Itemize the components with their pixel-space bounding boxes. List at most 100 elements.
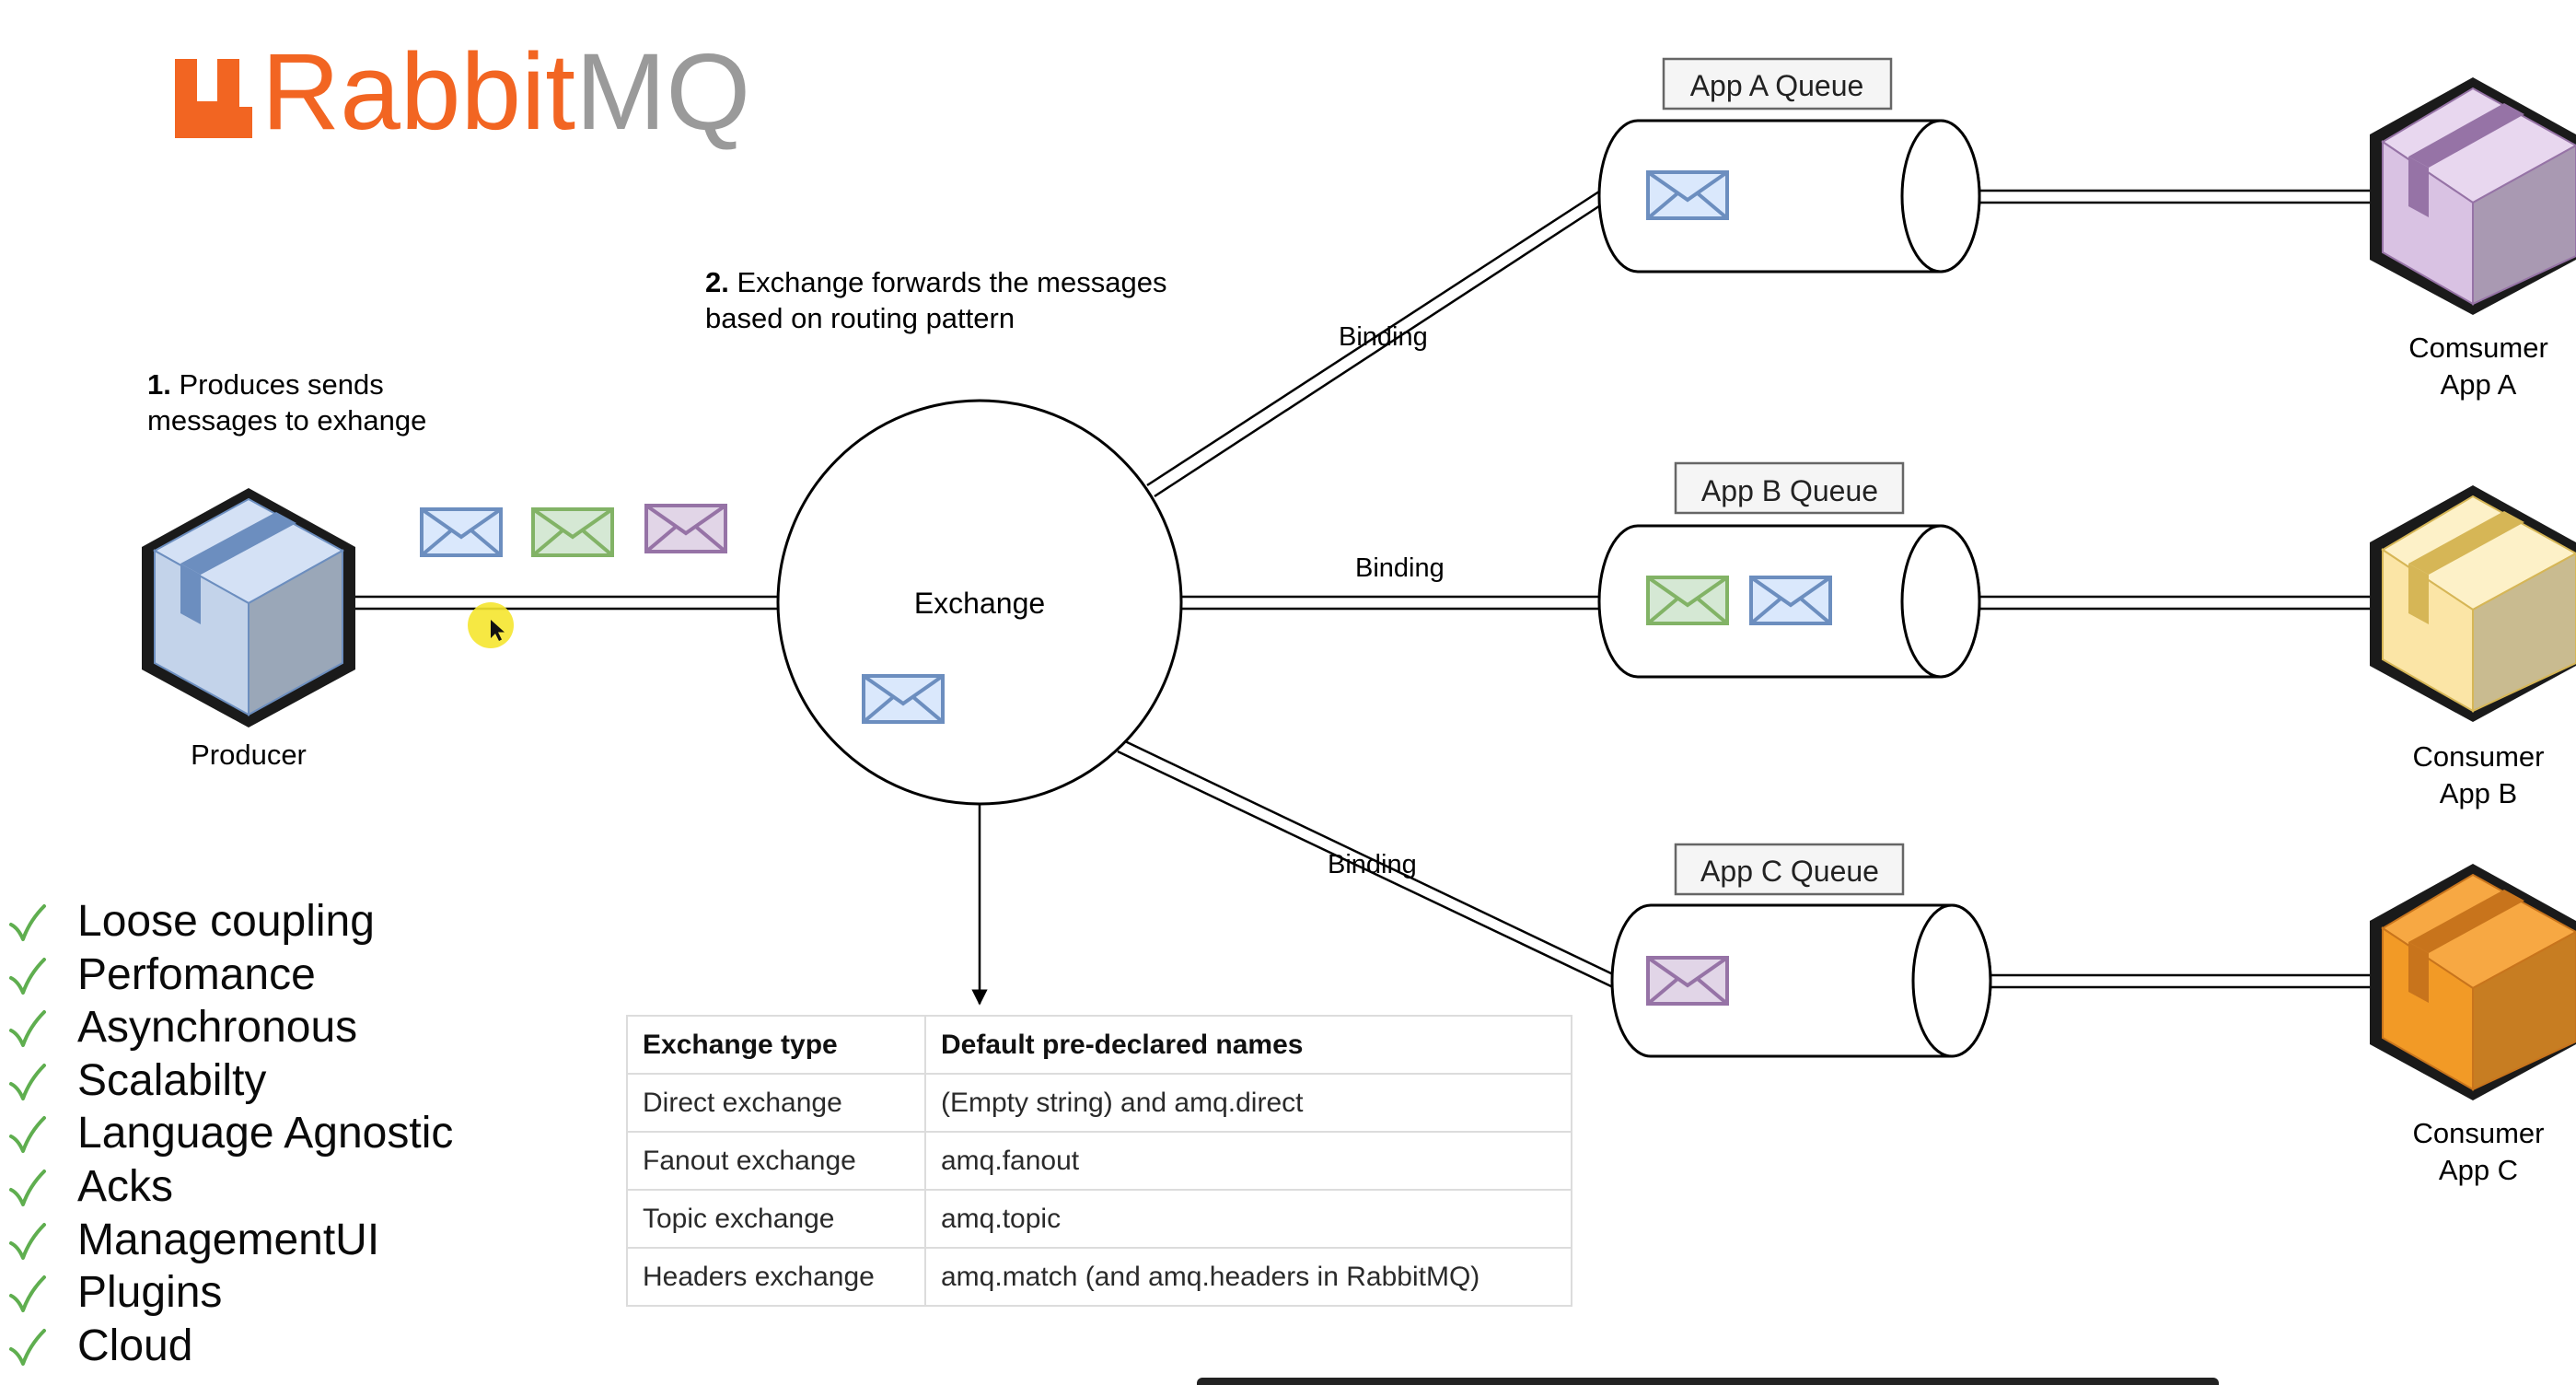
list-item: Asynchronous: [7, 1001, 453, 1054]
queue-c-label: App C Queue: [1700, 855, 1879, 888]
exchange-queue-b-line: [1182, 595, 1604, 611]
table-cell: (Empty string) and amq.direct: [924, 1073, 1572, 1133]
checkmark-icon: [9, 1010, 46, 1048]
rabbitmq-logo-icon: [175, 59, 252, 138]
table-header-default-names: Default pre-declared names: [924, 1015, 1572, 1075]
checkmark-icon: [9, 1275, 46, 1313]
feature-label: Asynchronous: [77, 1003, 358, 1053]
feature-label: Language Agnostic: [77, 1109, 454, 1158]
cursor-arrow-icon: [491, 620, 505, 641]
list-item: Scalabilty: [7, 1054, 453, 1108]
table-cell: amq.fanout: [924, 1131, 1572, 1191]
svg-text:RabbitMQ: RabbitMQ: [261, 31, 750, 153]
step-2-line2: based on routing pattern: [705, 302, 1015, 334]
producer-label: Producer: [191, 739, 307, 771]
producer-exchange-line: [355, 595, 778, 611]
step-1-number: 1.: [147, 368, 171, 401]
list-item: Cloud: [7, 1320, 453, 1373]
feature-label: Acks: [77, 1161, 174, 1211]
binding-label-b: Binding: [1355, 553, 1445, 583]
table-cell: Headers exchange: [626, 1247, 926, 1307]
consumer-c-box-icon: [2370, 864, 2576, 1100]
logo-text-mq: MQ: [575, 31, 750, 153]
mouse-cursor: [468, 602, 514, 648]
consumer-b-line2: App B: [2440, 777, 2517, 809]
consumer-b-line1: Consumer: [2413, 740, 2545, 773]
exchange-types-table: Exchange type Default pre-declared names…: [626, 1015, 1572, 1307]
checkmark-icon: [9, 1222, 46, 1260]
exchange-message-envelope-icon: [862, 674, 945, 724]
consumer-c-line1: Consumer: [2413, 1117, 2545, 1149]
list-item: ManagementUI: [7, 1214, 453, 1267]
feature-label: Cloud: [77, 1321, 193, 1370]
queue-a-message-envelope-icon: [1646, 170, 1729, 220]
table-row: Direct exchange (Empty string) and amq.d…: [626, 1073, 1572, 1133]
svg-text:1. Produces sends: 1. Produces sends: [147, 368, 384, 401]
checkmark-icon: [9, 1116, 46, 1154]
table-cell: amq.match (and amq.headers in RabbitMQ): [924, 1247, 1572, 1307]
table-cell: Direct exchange: [626, 1073, 926, 1133]
step-1-line1: Produces sends: [179, 368, 383, 401]
producer-message-envelope-icon: [644, 504, 727, 553]
binding-label-c: Binding: [1328, 850, 1417, 879]
connectors: [355, 188, 2372, 1006]
queue-b-label: App B Queue: [1701, 474, 1878, 507]
exchange-queue-c-line: [1117, 739, 1614, 989]
consumer-a-box-icon: [2370, 77, 2576, 315]
queue-a: App A Queue: [1597, 57, 1981, 274]
checkmark-icon: [9, 1328, 46, 1366]
checkmark-icon: [9, 1169, 46, 1206]
rabbitmq-logo: RabbitMQ: [175, 31, 750, 153]
producer-box-icon: [142, 488, 355, 727]
feature-label: Perfomance: [77, 949, 316, 999]
step-1-line2: messages to exhange: [147, 404, 426, 436]
consumer-c-line2: App C: [2439, 1154, 2518, 1186]
list-item: Plugins: [7, 1266, 453, 1320]
exchange-label: Exchange: [914, 587, 1045, 620]
queue-b: App B Queue: [1597, 461, 1981, 679]
table-header-exchange-type: Exchange type: [626, 1015, 926, 1075]
list-item: Loose coupling: [7, 895, 453, 949]
queue-b-consumer-line: [1979, 595, 2372, 611]
producer-message-envelope-icon: [420, 507, 503, 557]
step-2-number: 2.: [705, 266, 729, 298]
svg-text:2. Exchange forwards the messa: 2. Exchange forwards the messages: [705, 266, 1166, 298]
step-2-line1: Exchange forwards the messages: [737, 266, 1166, 298]
table-row: Topic exchange amq.topic: [626, 1189, 1572, 1249]
table-cell: Fanout exchange: [626, 1131, 926, 1191]
checkmark-icon: [9, 904, 46, 941]
feature-checklist: Loose coupling Perfomance Asynchronous S…: [7, 895, 453, 1372]
table-row: Headers exchange amq.match (and amq.head…: [626, 1247, 1572, 1307]
feature-label: Plugins: [77, 1268, 223, 1318]
queue-c-message-envelope-icon: [1646, 956, 1729, 1006]
consumer-a-line2: App A: [2441, 368, 2517, 401]
message-envelopes: [420, 170, 1832, 1006]
queue-b-message-envelope-icon: [1749, 576, 1832, 625]
binding-label-a: Binding: [1339, 322, 1428, 352]
logo-text-rabbit: Rabbit: [261, 31, 575, 153]
checkmark-icon: [9, 957, 46, 995]
checkmark-icon: [9, 1063, 46, 1100]
table-cell: Topic exchange: [626, 1189, 926, 1249]
table-row: Fanout exchange amq.fanout: [626, 1131, 1572, 1191]
queue-a-label: App A Queue: [1690, 69, 1864, 102]
list-item: Perfomance: [7, 949, 453, 1002]
consumer-b-box-icon: [2370, 485, 2576, 722]
consumer-a-line1: Comsumer: [2408, 332, 2548, 364]
list-item: Language Agnostic: [7, 1107, 453, 1160]
queue-a-consumer-line: [1979, 189, 2372, 204]
exchange-queue-a-line: [1146, 188, 1608, 498]
feature-label: Scalabilty: [77, 1055, 267, 1105]
queue-c: App C Queue: [1610, 843, 1992, 1058]
queue-c-consumer-line: [1990, 973, 2372, 989]
video-progress-bar-edge: [1197, 1378, 2219, 1385]
exchange-node: Exchange: [776, 399, 1183, 806]
table-header-row: Exchange type Default pre-declared names: [626, 1015, 1572, 1075]
feature-label: ManagementUI: [77, 1215, 380, 1264]
step-1-annotation: 1. Produces sends messages to exhange: [147, 368, 426, 436]
table-cell: amq.topic: [924, 1189, 1572, 1249]
step-2-annotation: 2. Exchange forwards the messages based …: [705, 266, 1166, 334]
producer-message-envelope-icon: [531, 507, 614, 557]
